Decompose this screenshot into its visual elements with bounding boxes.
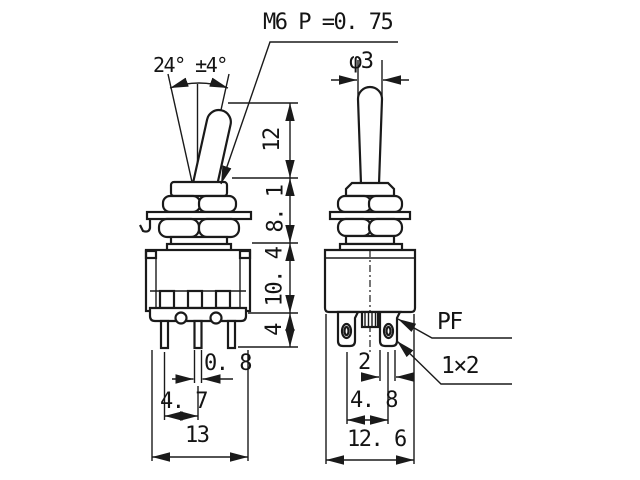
dim-body-height: 10. 4 xyxy=(262,247,288,307)
pin-left xyxy=(159,319,170,350)
angle-arc-arrow xyxy=(169,77,229,89)
base-flange xyxy=(148,306,248,323)
top-nut-left-face xyxy=(336,194,373,214)
body-depth-dim xyxy=(325,314,415,465)
top-nut-left-face xyxy=(161,194,202,214)
right-view-switch xyxy=(323,85,417,352)
bushing-neck xyxy=(344,234,396,246)
solder-lugs-side xyxy=(336,310,402,348)
left-view-switch xyxy=(139,73,253,350)
switch-body-front xyxy=(144,248,252,325)
lock-washer xyxy=(328,210,412,221)
lock-washer xyxy=(145,210,253,221)
dim-terminal-pitch-front: 4. 7 xyxy=(160,389,208,414)
bushing-top xyxy=(344,181,396,198)
height-dim-chain xyxy=(228,102,298,348)
lug-left-hole-inner xyxy=(343,325,350,337)
lug-pitch-dim-side xyxy=(346,352,389,425)
top-nut-right-face xyxy=(197,194,238,214)
dim-lever-height: 12 xyxy=(259,128,285,152)
lock-washer-tab xyxy=(139,219,152,233)
body-width-dim xyxy=(151,350,249,462)
lever-diameter-dim xyxy=(331,60,409,96)
lug-left-hole xyxy=(340,322,353,340)
switch-body-side xyxy=(323,248,417,352)
dim-bushing-height: 8. 1 xyxy=(263,185,289,233)
pin-center xyxy=(193,319,203,350)
lever-diameter-label: φ3 xyxy=(349,49,374,74)
frame-notch-right xyxy=(238,249,252,260)
pf-label: PF xyxy=(437,309,463,335)
center-terminal-tab xyxy=(360,310,380,329)
dim-body-width: 13 xyxy=(185,423,210,448)
dimension-lines xyxy=(151,41,512,465)
bushing-top xyxy=(169,180,229,198)
pin-pitch-dim-front xyxy=(163,352,199,421)
hex-nut-right-face xyxy=(367,217,404,238)
pin-right xyxy=(226,319,237,350)
lug-width-dim xyxy=(360,350,415,382)
hex-nut-left-face xyxy=(157,217,201,239)
bushing-nut-stack-side xyxy=(328,181,412,253)
dim-terminal-thickness: 0. 8 xyxy=(204,351,252,376)
hole-size-leader-line xyxy=(396,340,512,385)
toggle-lever-side xyxy=(356,85,384,186)
top-nut-right-face xyxy=(367,194,404,214)
dim-lug-width: 2 xyxy=(358,350,371,375)
dim-terminal-length: 4 xyxy=(261,324,287,336)
lug-right-hole-inner xyxy=(385,325,392,337)
hex-nut-right-face xyxy=(197,217,241,239)
throw-angle-label: 24° ±4° xyxy=(153,53,228,77)
rivet-bump xyxy=(209,311,223,325)
bushing-nut-stack-front xyxy=(139,180,253,253)
pf-leader-line xyxy=(397,318,512,339)
hole-size-label: 1×2 xyxy=(441,353,480,379)
lug-right-hole xyxy=(382,322,395,340)
frame-notch-left xyxy=(144,249,158,260)
dim-terminal-pitch-side: 4. 8 xyxy=(350,388,398,413)
thread-spec-label: M6 P =0. 75 xyxy=(263,10,394,35)
pin-thickness-dim xyxy=(172,350,233,384)
solder-pins-front xyxy=(159,319,237,350)
hex-nut-left-face xyxy=(336,217,373,238)
thread-leader-line xyxy=(220,41,398,185)
rivet-bump xyxy=(174,311,188,325)
dim-body-depth: 12. 6 xyxy=(347,427,407,452)
